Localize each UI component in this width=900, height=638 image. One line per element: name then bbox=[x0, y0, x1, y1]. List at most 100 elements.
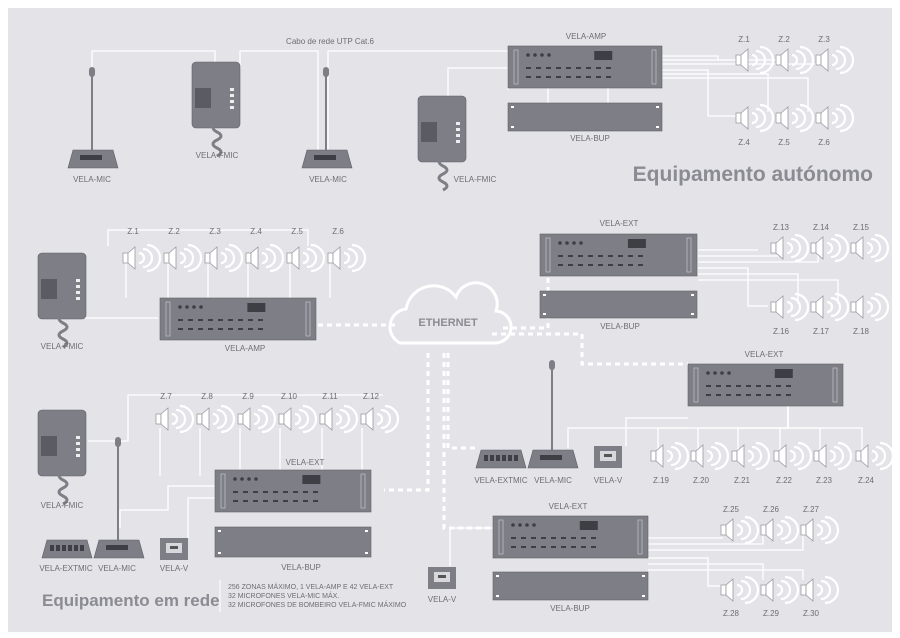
cloud-label: ETHERNET bbox=[418, 317, 478, 329]
ethernet-link bbox=[384, 353, 430, 492]
zone-label: Z.4 bbox=[738, 138, 750, 147]
speaker-icon bbox=[731, 441, 771, 471]
cable-line bbox=[662, 77, 809, 112]
device-label: VELA-MIC bbox=[534, 476, 572, 485]
capacity-note: 32 MICROFONES VELA-MIC MÁX. bbox=[228, 591, 339, 600]
desk-mic bbox=[301, 67, 353, 169]
zone-label: Z.6 bbox=[332, 227, 344, 236]
cable-line bbox=[662, 73, 769, 112]
speaker-icon bbox=[850, 233, 890, 263]
cable-line bbox=[698, 267, 768, 307]
device-label: VELA-MIC bbox=[73, 175, 111, 184]
speaker-icon bbox=[237, 404, 277, 434]
cable-line bbox=[107, 229, 309, 246]
speaker-icon bbox=[720, 515, 760, 545]
device-label: VELA-EXT bbox=[600, 219, 639, 228]
speaker-icon bbox=[760, 515, 800, 545]
device-label: VELA-FMIC bbox=[41, 501, 84, 510]
device-label: VELA-BUP bbox=[570, 134, 610, 143]
rack-unit bbox=[492, 515, 649, 559]
zone-label: Z.24 bbox=[858, 476, 875, 485]
cable-line bbox=[648, 563, 764, 580]
rack-unit bbox=[507, 45, 663, 89]
speaker-icon bbox=[775, 45, 815, 75]
speaker-icon bbox=[815, 103, 855, 133]
device-label: VELA-FMIC bbox=[196, 151, 239, 160]
device-label: VELA-EXTMIC bbox=[39, 564, 93, 573]
system-diagram: VELA-MIC VELA-FMIC VELA-MIC VELA-FMIC VELA-A… bbox=[8, 8, 892, 632]
ethernet-cloud bbox=[388, 281, 513, 345]
speaker-icon bbox=[720, 575, 760, 605]
zone-label: Z.6 bbox=[818, 138, 830, 147]
cable-line bbox=[625, 417, 688, 446]
cable-line bbox=[119, 485, 216, 528]
capacity-note: 256 ZONAS MÁXIMO, 1 VELA-AMP E 42 VELA-E… bbox=[228, 582, 394, 591]
fireman-mic bbox=[191, 61, 241, 158]
zone-label: Z.28 bbox=[723, 609, 740, 618]
speaker-icon bbox=[360, 404, 400, 434]
device-label: VELA-EXT bbox=[286, 458, 325, 467]
cable-line bbox=[787, 406, 863, 453]
extension-mic bbox=[41, 539, 93, 559]
cable-line bbox=[662, 54, 779, 61]
speaker-icon bbox=[770, 292, 810, 322]
cable-line bbox=[662, 69, 736, 117]
speaker-icon bbox=[760, 575, 800, 605]
ethernet-link bbox=[442, 353, 494, 530]
cable-label: Cabo de rede UTP Cat.6 bbox=[286, 37, 374, 46]
volume-control bbox=[428, 567, 456, 589]
zone-label: Z.3 bbox=[818, 35, 830, 44]
device-label: VELA-AMP bbox=[566, 32, 606, 41]
speaker-icon bbox=[278, 404, 318, 434]
zone-label: Z.4 bbox=[250, 227, 262, 236]
backup-unit bbox=[539, 290, 698, 319]
speaker-icon bbox=[155, 404, 195, 434]
cable-line bbox=[648, 526, 764, 545]
zone-label: Z.2 bbox=[778, 35, 790, 44]
ethernet-link bbox=[503, 270, 550, 330]
zone-label: Z.17 bbox=[813, 327, 830, 336]
zone-label: Z.25 bbox=[723, 505, 740, 514]
speaker-icon bbox=[850, 292, 890, 322]
cable-line bbox=[447, 67, 508, 96]
speaker-icon bbox=[122, 243, 162, 273]
cable-line bbox=[648, 557, 723, 587]
device-label: VELA-FMIC bbox=[41, 342, 84, 351]
device-label: VELA-MIC bbox=[309, 175, 347, 184]
zone-label: Z.5 bbox=[778, 138, 790, 147]
zone-label: Z.16 bbox=[773, 327, 790, 336]
zone-label: Z.29 bbox=[763, 609, 780, 618]
volume-control bbox=[594, 446, 622, 468]
speaker-icon bbox=[773, 441, 813, 471]
zone-label: Z.2 bbox=[168, 227, 180, 236]
device-label: VELA-BUP bbox=[550, 604, 590, 613]
speaker-icon bbox=[810, 292, 850, 322]
fireman-mic bbox=[37, 409, 87, 506]
rack-unit bbox=[214, 469, 372, 513]
zone-label: Z.22 bbox=[776, 476, 793, 485]
zone-label: Z.20 bbox=[693, 476, 710, 485]
zone-label: Z.26 bbox=[763, 505, 780, 514]
speaker-icon bbox=[735, 103, 775, 133]
speaker-icon bbox=[770, 233, 810, 263]
zone-label: Z.7 bbox=[160, 392, 172, 401]
speaker-icon bbox=[800, 515, 840, 545]
cable-line bbox=[239, 50, 319, 154]
device-label: VELA-BUP bbox=[600, 322, 640, 331]
device-label: VELA-EXT bbox=[745, 350, 784, 359]
backup-unit bbox=[507, 102, 663, 132]
zone-label: Z.1 bbox=[127, 227, 139, 236]
cable-line bbox=[698, 279, 839, 304]
zone-label: Z.5 bbox=[291, 227, 303, 236]
zone-label: Z.15 bbox=[853, 223, 870, 232]
cable-line bbox=[187, 497, 216, 538]
speaker-icon bbox=[196, 404, 236, 434]
rack-unit bbox=[159, 297, 317, 341]
device-label: VELA-BUP bbox=[281, 563, 321, 572]
zone-label: Z.27 bbox=[803, 505, 820, 514]
desk-mic bbox=[67, 67, 119, 169]
zone-label: Z.30 bbox=[803, 609, 820, 618]
speaker-icon bbox=[650, 441, 690, 471]
fireman-mic bbox=[417, 95, 467, 192]
cable-line bbox=[787, 406, 821, 453]
